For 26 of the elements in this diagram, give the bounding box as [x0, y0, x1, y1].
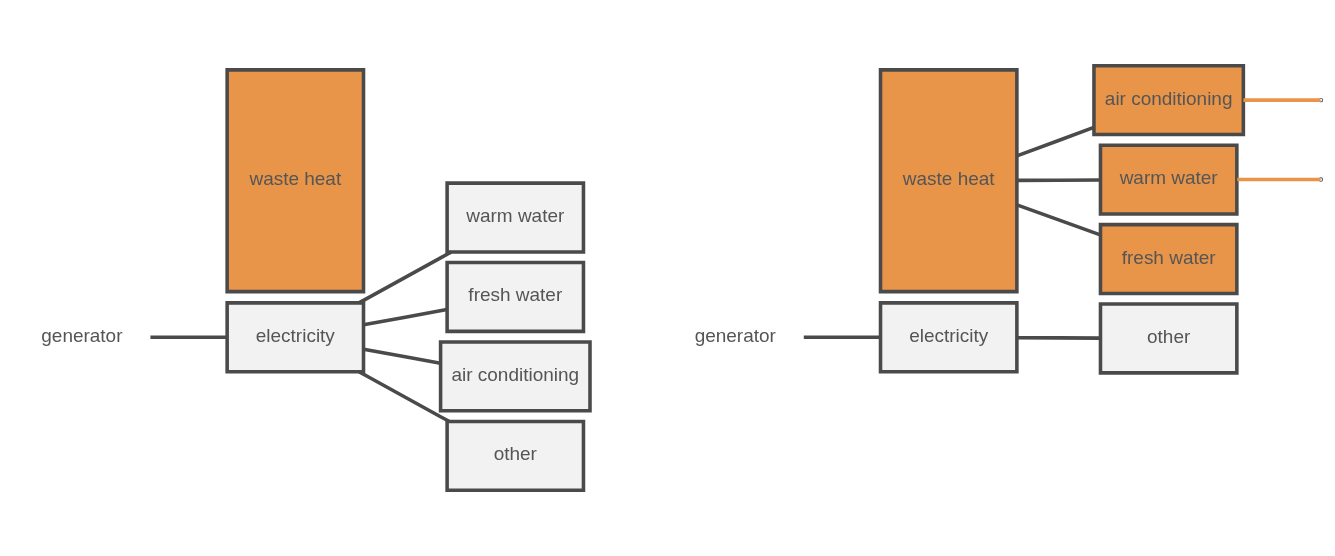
connector: [1016, 203, 1101, 237]
node-box: warm water: [1098, 143, 1239, 216]
node-box: air conditioning: [438, 340, 592, 413]
node-box: other: [445, 419, 586, 493]
node-text: generator: [41, 324, 123, 346]
connector: [1016, 178, 1101, 183]
connector: [363, 307, 448, 327]
node-box: fresh water: [1098, 222, 1239, 296]
connector: [1243, 98, 1321, 102]
node-text: generator: [694, 324, 776, 346]
node-box: waste heat: [878, 68, 1019, 294]
connector: [803, 335, 881, 340]
connector: [1016, 125, 1095, 158]
node-box: waste heat: [225, 68, 366, 294]
connector: [1237, 177, 1321, 182]
node-box: warm water: [445, 181, 586, 254]
node-box: electricity: [225, 301, 366, 374]
connector: [363, 347, 441, 365]
node-box: electricity: [878, 301, 1019, 374]
connector: [150, 335, 228, 340]
node-box: other: [1098, 302, 1239, 375]
connector: [358, 250, 452, 305]
node-box: fresh water: [445, 260, 586, 334]
node-box: air conditioning: [1092, 63, 1246, 137]
connector: [1016, 335, 1101, 340]
connector: [358, 370, 450, 423]
